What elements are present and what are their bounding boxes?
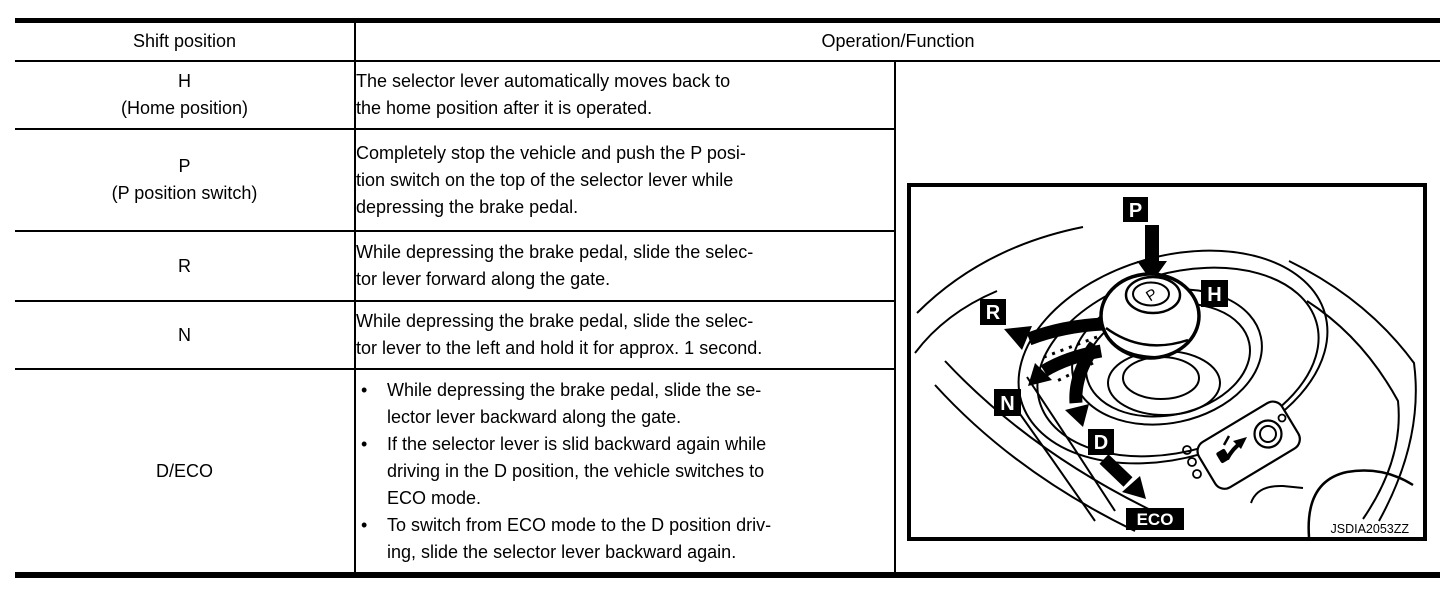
- bullet-text: While depressing the brake pedal, slide …: [387, 379, 762, 427]
- shift-arrows: [1026, 317, 1133, 487]
- figure-cell: P P H R N D: [894, 60, 1440, 576]
- diagram-label-p: P: [1129, 200, 1142, 222]
- bullet-text: If the selector lever is slid backward a…: [387, 433, 767, 508]
- shift-position-n: N: [15, 300, 356, 370]
- gate-dashed-track: [1038, 335, 1098, 384]
- header-operation-function: Operation/Function: [354, 19, 1440, 62]
- bullet-marker: •: [361, 379, 368, 400]
- bullet-marker: •: [361, 514, 368, 535]
- bullet-text: To switch from ECO mode to the D positio…: [387, 514, 772, 562]
- diagram-label-h: H: [1207, 284, 1221, 306]
- console-outline: [914, 225, 1417, 532]
- arrow-eco-head: [1122, 475, 1146, 499]
- arrow-n-head: [1028, 362, 1052, 386]
- table-row: D/ECO • While depressing the brake pedal…: [15, 368, 1440, 576]
- description-r: While depressing the brake pedal, slide …: [354, 230, 895, 302]
- arrow-p-icon: [1137, 224, 1167, 282]
- shift-position-d-eco: D/ECO: [15, 368, 356, 576]
- arrow-eco-shaft: [1099, 453, 1133, 487]
- arrow-r-head: [1004, 325, 1032, 350]
- bullet-item: • If the selector lever is slid backward…: [356, 431, 894, 512]
- selector-knob: P: [1099, 271, 1201, 360]
- arrow-r-shaft: [1026, 317, 1104, 345]
- table-header-row: Shift position Operation/Function: [15, 19, 1440, 62]
- shift-position-h: H (Home position): [15, 60, 356, 130]
- diagram-label-r: R: [986, 302, 1001, 324]
- shift-pattern-illustration: P P H R N D: [914, 196, 1417, 537]
- description-d-eco: • While depressing the brake pedal, slid…: [354, 368, 895, 576]
- position-tags: P H R N D ECO: [980, 196, 1228, 530]
- figure-code: JSDIA2053ZZ: [1330, 522, 1409, 536]
- table-row: H (Home position) The selector lever aut…: [15, 60, 1440, 576]
- description-p: Completely stop the vehicle and push the…: [354, 128, 895, 232]
- shift-position-p: P (P position switch): [15, 128, 356, 232]
- diagram-label-eco: ECO: [1137, 510, 1174, 529]
- diagram-label-n: N: [1000, 393, 1014, 415]
- description-n: While depressing the brake pedal, slide …: [354, 300, 895, 370]
- console-contours: [1250, 468, 1414, 537]
- table-row: P (P position switch) Completely stop th…: [15, 128, 1440, 232]
- arrow-d-shaft: [1069, 340, 1101, 403]
- shift-arrowheads: [1004, 224, 1167, 499]
- table-row: N While depressing the brake pedal, slid…: [15, 300, 1440, 370]
- bullet-marker: •: [361, 433, 368, 454]
- shift-position-table: Shift position Operation/Function H (Hom…: [15, 18, 1440, 578]
- header-shift-position: Shift position: [15, 19, 356, 62]
- description-h: The selector lever automatically moves b…: [354, 60, 896, 130]
- bullet-item: • While depressing the brake pedal, slid…: [356, 377, 894, 431]
- shift-position-r: R: [15, 230, 356, 302]
- arrow-d-head: [1065, 403, 1089, 427]
- bullet-item: • To switch from ECO mode to the D posit…: [356, 512, 894, 566]
- diagram-label-d: D: [1094, 432, 1108, 454]
- table-row: R While depressing the brake pedal, slid…: [15, 230, 1440, 302]
- switch-panel: [1182, 399, 1301, 490]
- shift-pattern-figure: P P H R N D: [907, 182, 1427, 541]
